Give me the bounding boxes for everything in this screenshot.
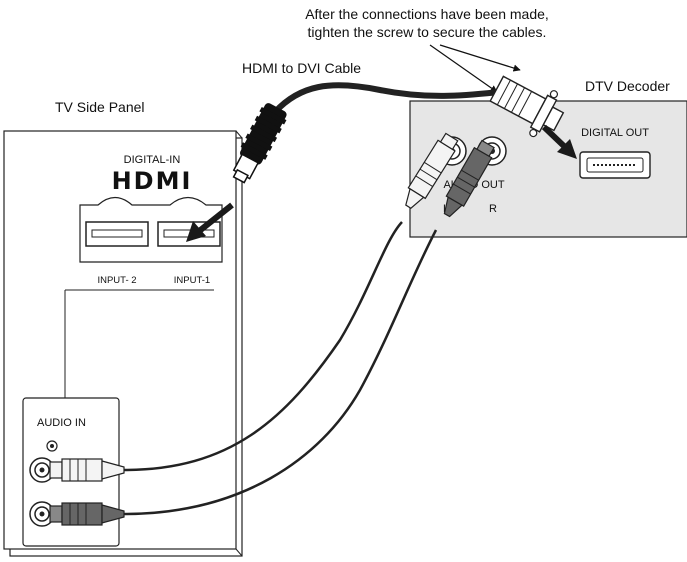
dvi-insert-arrow-icon <box>541 124 577 159</box>
audio-in-small-jack-icon <box>46 440 58 452</box>
audio-out-right-label: R <box>489 203 497 215</box>
input-1-label: INPUT-1 <box>174 275 210 286</box>
audio-in-right-jack[interactable] <box>29 501 55 527</box>
callout-line-1: After the connections have been made, <box>305 6 549 22</box>
audio-in-left-jack[interactable] <box>29 457 55 483</box>
hdmi-input-2-port[interactable] <box>85 221 149 247</box>
hdmi-insert-arrow-icon <box>186 202 234 242</box>
callout-line-2: tighten the screw to secure the cables. <box>308 24 547 40</box>
red-rca-plug-tv <box>49 502 125 526</box>
hdmi-logo: HDMI <box>112 167 193 195</box>
white-rca-plug-tv <box>49 458 125 482</box>
white-rca-plug-decoder <box>405 132 459 209</box>
digital-out-label: DIGITAL OUT <box>581 127 649 139</box>
dvi-plug <box>489 75 565 138</box>
audio-in-label: AUDIO IN <box>37 417 86 429</box>
hdmi-plug <box>232 103 287 184</box>
red-audio-cable <box>123 229 438 516</box>
dtv-decoder-title: DTV Decoder <box>585 78 670 94</box>
red-rca-plug-decoder <box>443 139 495 218</box>
input-2-label: INPUT- 2 <box>97 275 136 286</box>
callout-pointer-right <box>439 44 521 72</box>
callout-pointer-left <box>429 44 498 93</box>
tv-side-panel-title: TV Side Panel <box>55 99 145 115</box>
dvi-digital-out-port[interactable] <box>579 151 651 179</box>
hdmi-dvi-cable <box>272 82 501 115</box>
hdmi-to-dvi-cable-label: HDMI to DVI Cable <box>242 60 361 76</box>
digital-in-label: DIGITAL-IN <box>124 154 181 166</box>
white-audio-cable <box>123 221 403 472</box>
